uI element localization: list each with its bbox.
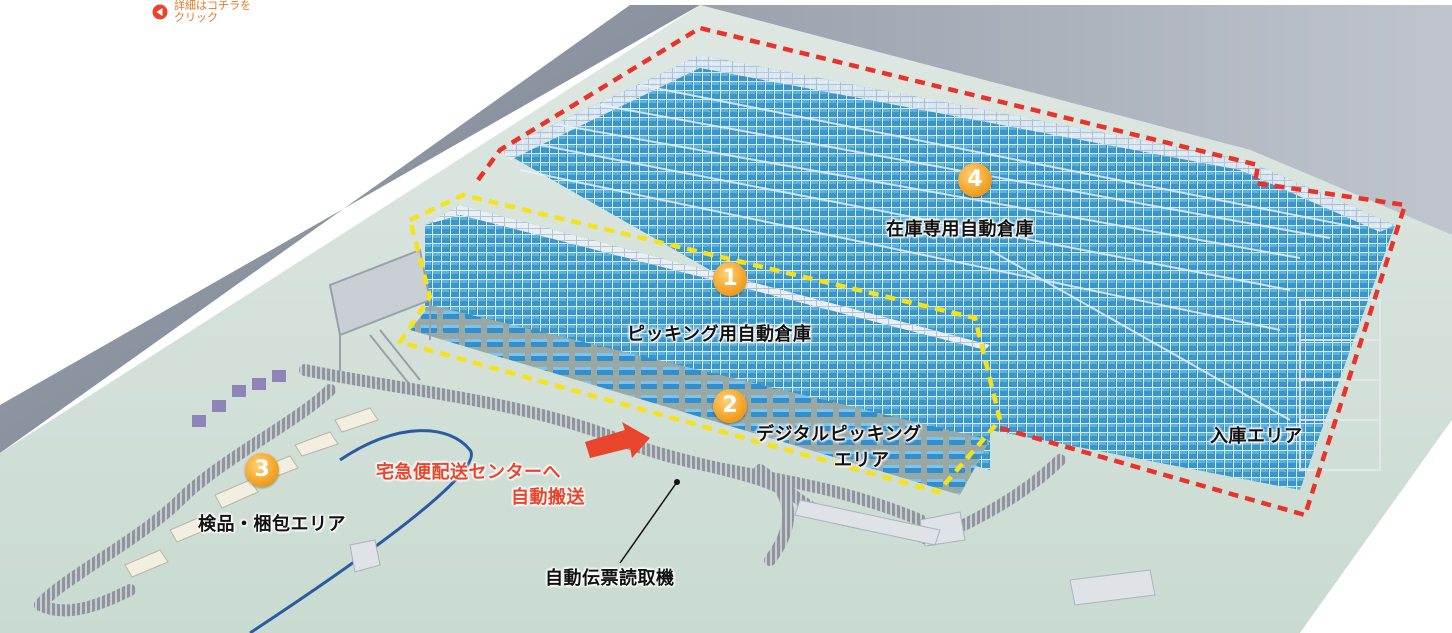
- delivery-annotation-line2: 自動搬送: [511, 487, 585, 508]
- area-number-badge-2: 2: [713, 389, 747, 423]
- picking-warehouse-label: ピッキング用自動倉庫: [627, 324, 812, 345]
- area-number-badge-4: 4: [958, 163, 992, 197]
- back-arrow-icon: [152, 4, 168, 20]
- slip-reader-label: 自動伝票読取機: [545, 568, 675, 589]
- detail-link-line2: クリック: [174, 11, 218, 24]
- area-number-badge-1: 1: [713, 262, 747, 296]
- detail-link-line1: 詳細はコチラを: [174, 0, 251, 12]
- detail-link-text: 詳細はコチラを クリック: [174, 0, 251, 24]
- inspection-packing-label: 検品・梱包エリア: [198, 514, 346, 535]
- digital-picking-label-line1: デジタルピッキング: [756, 424, 922, 445]
- delivery-annotation-line1: 宅急便配送センターへ: [376, 462, 561, 483]
- storage-warehouse-label: 在庫専用自動倉庫: [886, 219, 1034, 240]
- digital-picking-label-line2: エリア: [834, 450, 890, 471]
- detail-link[interactable]: 詳細はコチラを クリック: [152, 0, 251, 24]
- area-number-badge-3: 3: [245, 453, 279, 487]
- receiving-area-label: 入庫エリア: [1210, 426, 1303, 447]
